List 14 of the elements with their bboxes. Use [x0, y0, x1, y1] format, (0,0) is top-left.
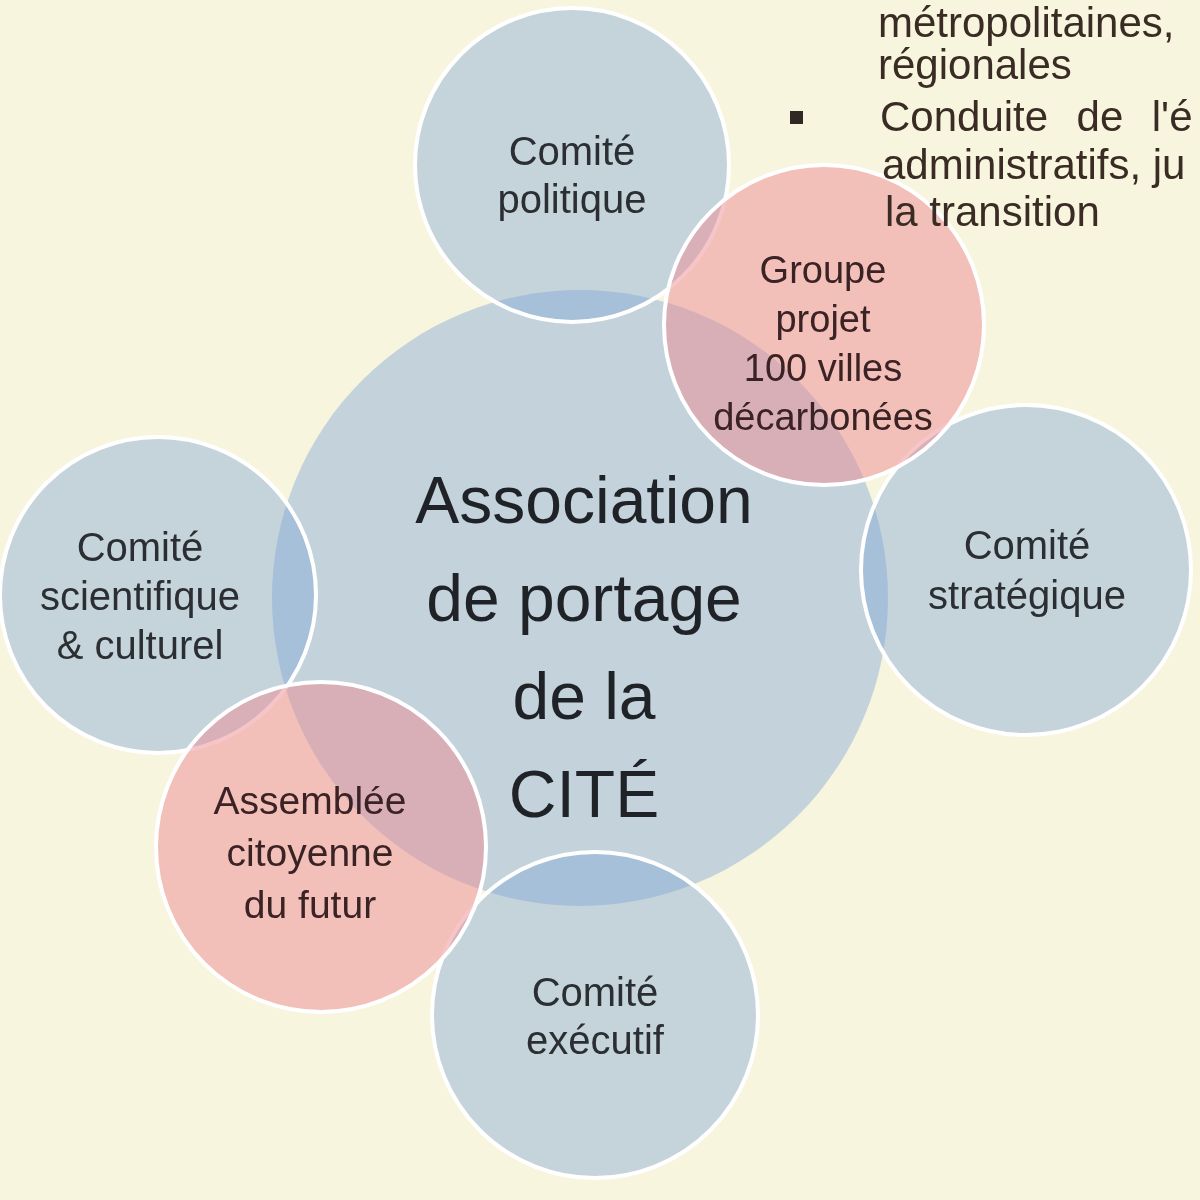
circle-label: Comité scientifique & culturel: [39, 523, 241, 669]
circle-label: Comité politique: [497, 128, 647, 223]
satellite-circle: [430, 850, 760, 1180]
central-label: Association de portage de la CITÉ: [415, 462, 753, 833]
highlight-circle: [154, 680, 488, 1014]
circle-label: Groupe projet 100 villes décarbonées: [713, 248, 933, 440]
text-line: la transition: [885, 189, 1100, 235]
circle-label: Comité stratégique: [928, 522, 1126, 619]
text-line: Conduite de l'é: [880, 94, 1193, 140]
circle-label: Comité exécutif: [526, 969, 664, 1064]
text-line: métropolitaines,: [878, 0, 1175, 46]
text-line: administratifs, ju: [882, 142, 1186, 188]
satellite-circle: [413, 6, 731, 324]
circle-label: Assemblée citoyenne du futur: [213, 778, 407, 928]
